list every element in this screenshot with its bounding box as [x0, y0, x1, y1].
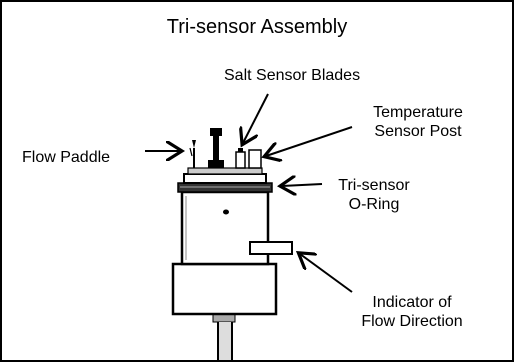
- label-indicator-flow-direction: Indicator of Flow Direction: [346, 293, 478, 331]
- flow-direction-indicator: [249, 241, 293, 255]
- arrow-temperature-post: [266, 126, 353, 156]
- label-indicator-line2: Flow Direction: [361, 313, 463, 330]
- salt-sensor-small-blade: [235, 151, 246, 169]
- label-trisensor-oring: Tri-sensor O-Ring: [326, 176, 422, 214]
- arrow-indicator: [300, 254, 353, 293]
- label-temperature-sensor-post: Temperature Sensor Post: [354, 103, 482, 141]
- flow-paddle: [189, 140, 196, 168]
- salt-sensor-blade: [208, 128, 224, 168]
- bottom-stem: [212, 313, 236, 360]
- temperature-sensor-post: [248, 149, 262, 169]
- arrow-salt-sensor: [243, 93, 269, 143]
- label-flow-paddle: Flow Paddle: [22, 149, 111, 166]
- label-salt-sensor-blades: Salt Sensor Blades: [224, 67, 361, 84]
- arrow-oring: [282, 184, 323, 186]
- label-oring-line1: Tri-sensor: [338, 177, 410, 194]
- label-temperature-line2: Sensor Post: [374, 123, 462, 140]
- label-oring-line2: O-Ring: [348, 196, 400, 213]
- top-plate: [187, 167, 263, 175]
- base-block: [171, 262, 278, 316]
- top-cap: [183, 173, 267, 184]
- label-temperature-line1: Temperature: [373, 104, 463, 121]
- diagram-title: Tri-sensor Assembly: [166, 16, 348, 38]
- main-cylinder: [180, 190, 270, 266]
- body-dot: [223, 209, 229, 215]
- label-indicator-line1: Indicator of: [372, 294, 452, 311]
